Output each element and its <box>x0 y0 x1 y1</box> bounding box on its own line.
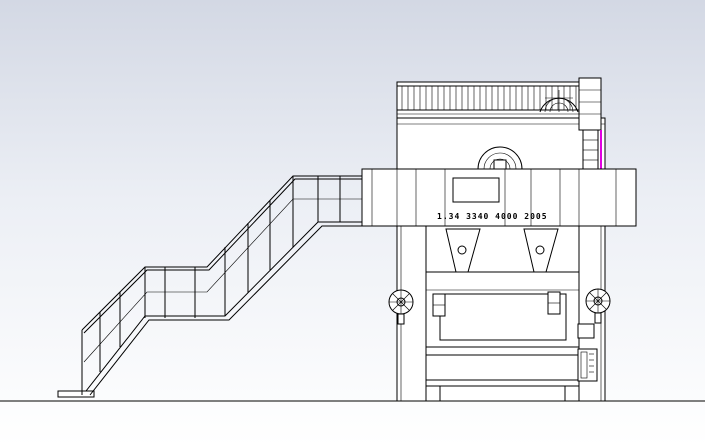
control-box-icon <box>577 323 598 382</box>
stair-top-handrail-inner <box>83 178 364 334</box>
staircase <box>57 175 364 398</box>
flywheel-icon <box>539 90 579 113</box>
left-ram-bracket-icon <box>432 293 446 317</box>
stair-posts <box>81 176 341 395</box>
crown-plate-text: 1.34 3340 4000 2005 <box>437 212 548 221</box>
crown-platform: 1.34 3340 4000 2005 <box>361 146 637 227</box>
crown-nameplate <box>452 177 500 203</box>
motor-icon <box>477 146 523 170</box>
left-hand-wheel-icon <box>388 289 414 325</box>
stair-mid-rail <box>83 198 364 363</box>
stair-lower-stringer-inner <box>89 225 364 396</box>
stair-top-handrail <box>81 175 364 331</box>
right-hand-wheel-icon <box>585 288 611 324</box>
right-ram-bracket-icon <box>547 291 561 315</box>
stair-bottom-landing <box>57 390 95 398</box>
top-guard-rail <box>396 81 602 119</box>
